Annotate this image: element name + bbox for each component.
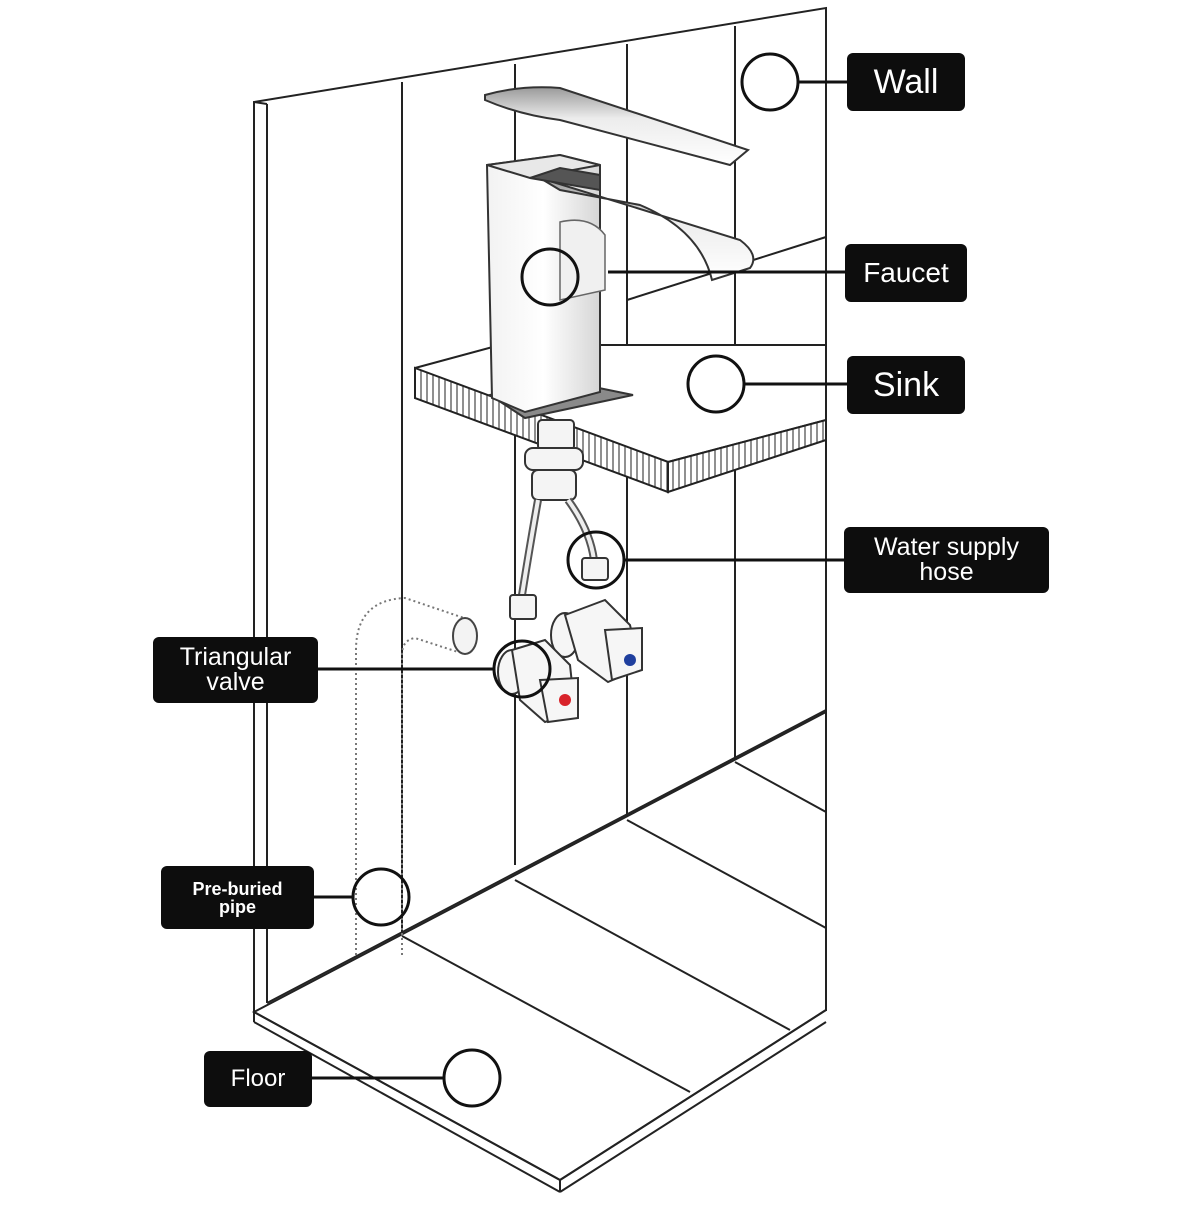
valve-label-line1: Triangular [179, 643, 292, 671]
valve-label-line2: valve [206, 668, 265, 696]
hose-label-line2: hose [919, 558, 974, 586]
callouts [312, 52, 847, 1108]
faucet-label: Faucet [845, 244, 967, 302]
pre-buried-pipe-label: Pre-buried pipe [161, 866, 314, 929]
triangular-valve-label: Triangular valve [153, 637, 318, 703]
wall-label-text: Wall [873, 63, 939, 101]
pipe-label-line2: pipe [218, 896, 256, 917]
water-supply-hose-drawing [509, 419, 609, 620]
floor-structure [251, 709, 827, 1193]
pipe-label-line1: Pre-buried [192, 878, 283, 899]
sink-label: Sink [847, 356, 965, 414]
hose-label-line1: Water supply [874, 533, 1019, 561]
faucet-callout-circle [520, 247, 580, 307]
water-supply-hose-label: Water supply hose [844, 527, 1049, 593]
sink-label-text: Sink [872, 366, 940, 404]
floor-label: Floor [204, 1051, 312, 1107]
faucet-drawing [484, 86, 755, 420]
triangular-valves-drawing [497, 598, 643, 724]
wall-label: Wall [847, 53, 965, 111]
faucet-label-text: Faucet [863, 257, 949, 288]
floor-label-text: Floor [230, 1065, 286, 1092]
pre-buried-pipe-drawing [355, 596, 478, 955]
